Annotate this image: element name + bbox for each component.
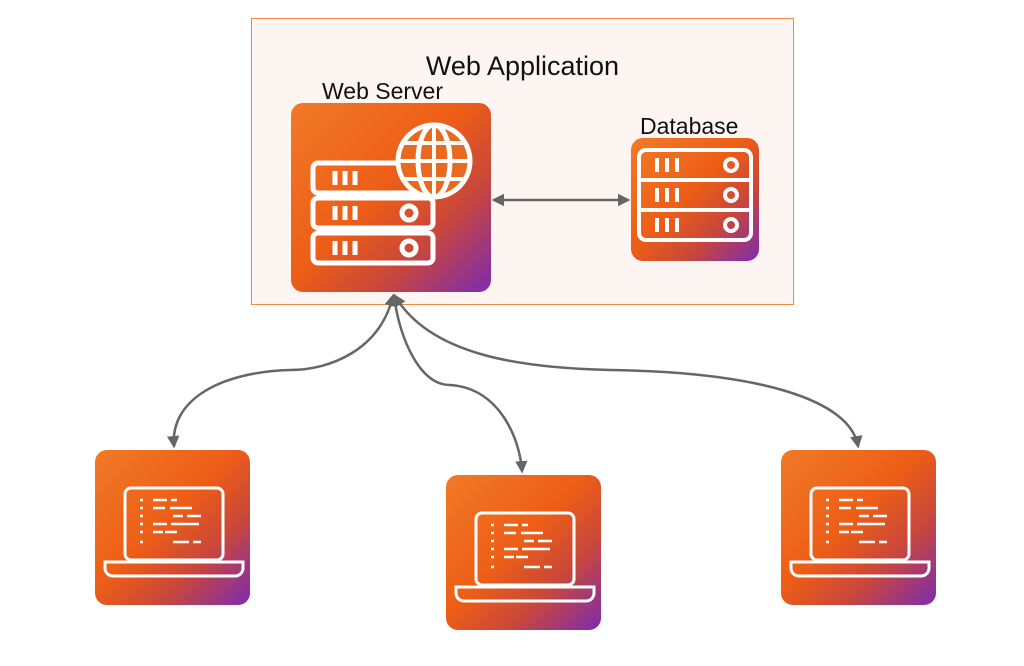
database-label: Database bbox=[640, 113, 739, 139]
laptop-code-icon bbox=[454, 511, 596, 603]
web-server-label: Web Server bbox=[322, 78, 444, 104]
database-server-icon bbox=[637, 148, 753, 242]
client-laptop-1[interactable] bbox=[95, 450, 250, 605]
server-globe-icon bbox=[310, 122, 473, 266]
laptop-code-icon bbox=[103, 486, 245, 578]
edge-webserver-client-1 bbox=[166, 293, 397, 449]
web-server-node[interactable] bbox=[291, 103, 491, 292]
database-node[interactable] bbox=[631, 138, 759, 261]
client-laptop-3[interactable] bbox=[781, 450, 936, 605]
edge-webserver-client-3 bbox=[393, 293, 863, 449]
edge-webserver-client-2 bbox=[389, 293, 528, 474]
container-title: Web Application bbox=[425, 51, 620, 81]
laptop-code-icon bbox=[789, 486, 931, 578]
client-laptop-2[interactable] bbox=[446, 475, 601, 630]
